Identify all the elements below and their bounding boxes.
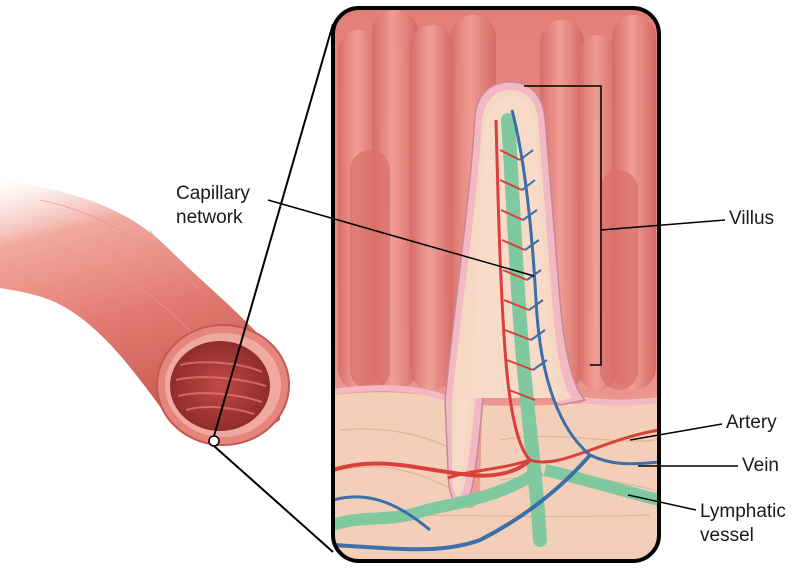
artery-label: Artery [726, 412, 777, 433]
capillary-network-label: Capillary network [176, 182, 250, 230]
zoom-line-top [213, 23, 334, 437]
artery-leader-line [629, 423, 723, 441]
lymphatic-vessel-label: Lymphatic vessel [700, 500, 786, 548]
artery-network [333, 119, 659, 480]
lymphatic-label-line2: vessel [700, 525, 754, 546]
lymphatic-label-line1: Lymphatic [700, 501, 786, 522]
enlarged-villus-panel [333, 8, 659, 561]
capillary-label-line1: Capillary [176, 183, 250, 204]
zoom-line-bottom [213, 445, 334, 553]
epithelium-surface [333, 385, 659, 406]
magnify-point-marker [208, 435, 220, 447]
lymphatic-leader-line [627, 494, 697, 511]
villus-bracket [524, 85, 602, 366]
villus-label: Villus [729, 208, 775, 229]
lymphatic-vessel [333, 113, 659, 547]
small-intestine-tube [0, 180, 290, 447]
vein-network [333, 109, 659, 552]
villus-leader-line [600, 219, 726, 231]
vein-label: Vein [742, 455, 779, 476]
capillary-label-line2: network [176, 207, 243, 228]
zoom-frame [331, 6, 661, 563]
capillary-leader-line [267, 199, 535, 277]
